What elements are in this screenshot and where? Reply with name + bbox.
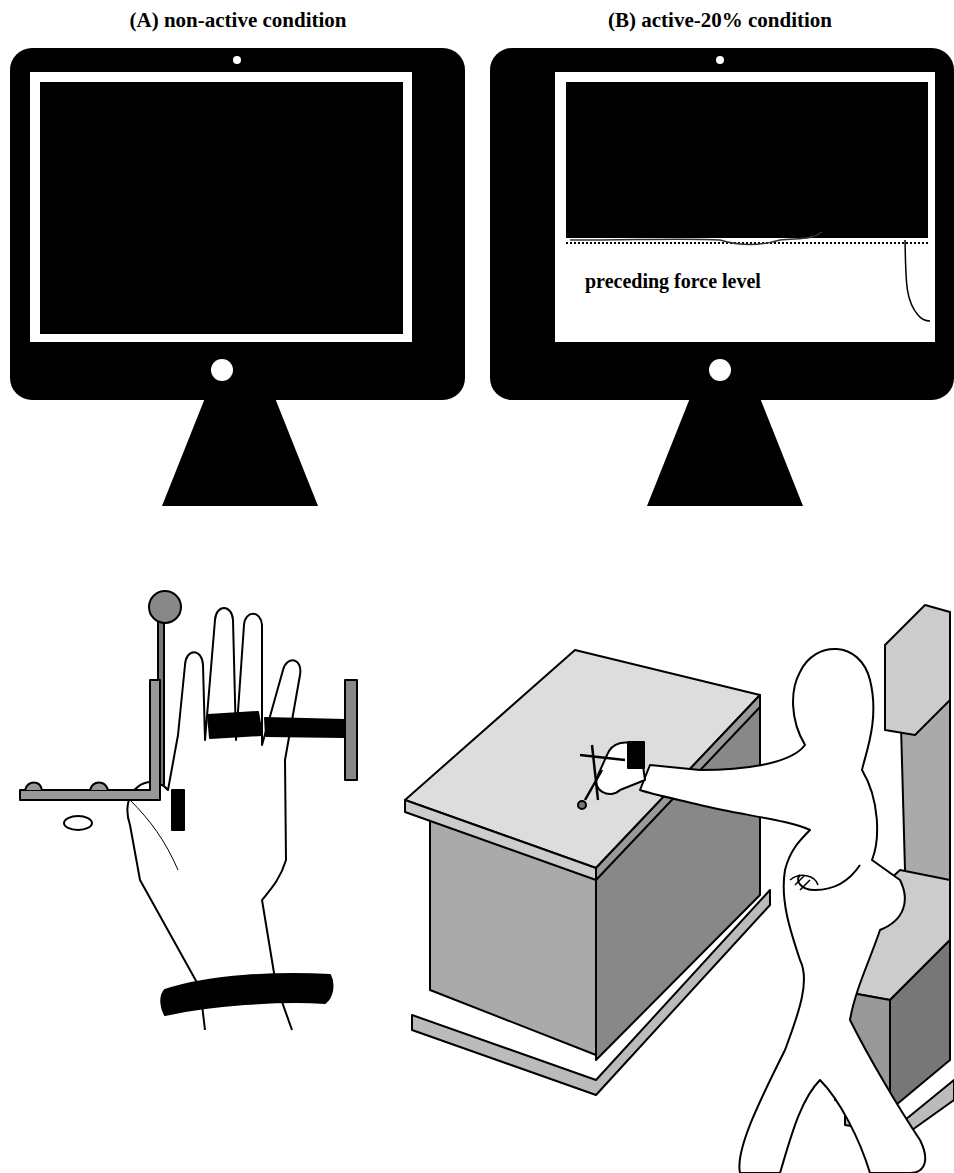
table xyxy=(405,650,770,1095)
monitor-a xyxy=(10,48,465,506)
panel-title: (B) active-20% condition xyxy=(608,8,832,33)
monitor-panel: (B) active-20% condition preceding force … xyxy=(477,0,954,510)
panel-title: (A) non-active condition xyxy=(130,8,347,33)
monitor-b xyxy=(490,48,954,506)
hand-apparatus xyxy=(20,591,357,1030)
seated-person xyxy=(578,649,925,1173)
screen-label: preceding force level xyxy=(585,270,761,293)
monitor-panel: (A) non-active condition xyxy=(0,0,477,510)
